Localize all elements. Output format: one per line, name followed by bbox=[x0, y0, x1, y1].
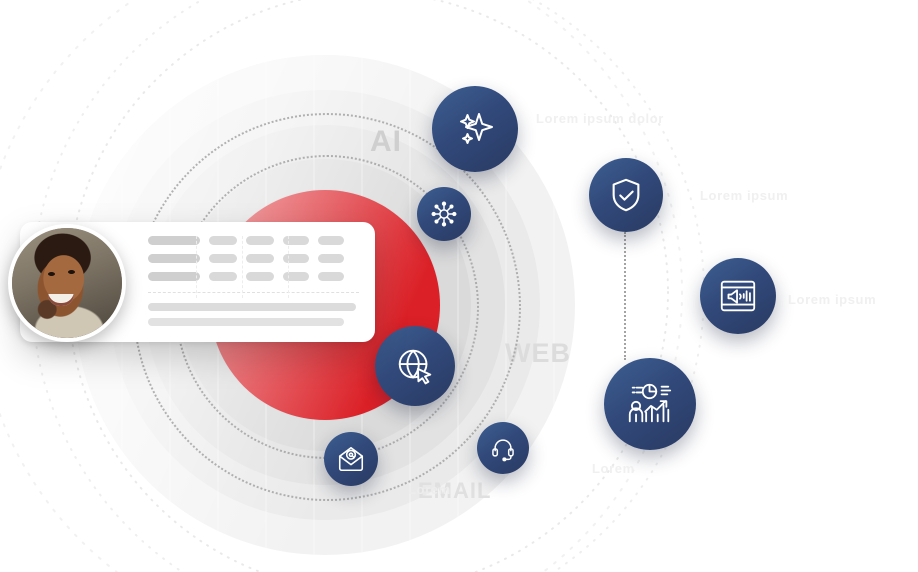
table-row bbox=[148, 254, 359, 263]
card-divider bbox=[148, 292, 359, 293]
campaign-screen-icon bbox=[717, 275, 759, 317]
placeholder-bar bbox=[148, 272, 200, 281]
label-security: Lorem ipsum bbox=[700, 188, 789, 203]
avatar-photo bbox=[12, 228, 122, 338]
network-hub-icon bbox=[429, 199, 459, 229]
placeholder-bar bbox=[148, 303, 356, 311]
placeholder-bar bbox=[148, 236, 200, 245]
table-row bbox=[148, 236, 359, 245]
placeholder-bar bbox=[148, 318, 344, 326]
column-separator bbox=[196, 236, 197, 298]
placeholder-bar bbox=[318, 236, 344, 245]
skeleton-rows bbox=[148, 236, 359, 281]
placeholder-bar bbox=[283, 254, 309, 263]
avatar-eye-right bbox=[68, 270, 75, 274]
label-email: Lorem bbox=[408, 482, 451, 497]
table-row bbox=[148, 272, 359, 281]
label-ai-assistant: Lorem ipsum dolor bbox=[536, 111, 664, 126]
headset-icon bbox=[489, 434, 517, 462]
placeholder-bar bbox=[246, 272, 274, 281]
email-icon bbox=[336, 444, 366, 474]
placeholder-bar bbox=[209, 272, 237, 281]
node-web[interactable] bbox=[375, 326, 455, 406]
column-separator bbox=[288, 236, 289, 298]
skeleton-footer bbox=[148, 303, 359, 326]
profile-card-body bbox=[8, 222, 375, 342]
node-email[interactable] bbox=[324, 432, 378, 486]
profile-card[interactable] bbox=[8, 222, 375, 342]
node-support[interactable] bbox=[477, 422, 529, 474]
node-analytics[interactable] bbox=[604, 358, 696, 450]
placeholder-bar bbox=[283, 236, 309, 245]
sparkles-icon bbox=[453, 107, 497, 151]
ring-word-email: EMAIL bbox=[418, 478, 492, 503]
column-separator bbox=[242, 236, 243, 298]
placeholder-bar bbox=[209, 254, 237, 263]
placeholder-bar bbox=[246, 236, 274, 245]
placeholder-bar bbox=[209, 236, 237, 245]
avatar-eye-left bbox=[48, 272, 55, 276]
label-analytics: Lorem bbox=[592, 461, 635, 476]
placeholder-bar bbox=[283, 272, 309, 281]
node-integrations[interactable] bbox=[417, 187, 471, 241]
placeholder-bar bbox=[318, 254, 344, 263]
label-marketing: Lorem ipsum bbox=[788, 292, 877, 307]
node-connector-line bbox=[624, 232, 626, 360]
node-security[interactable] bbox=[589, 158, 663, 232]
placeholder-bar bbox=[148, 254, 200, 263]
node-ai-assistant[interactable] bbox=[432, 86, 518, 172]
globe-cursor-icon bbox=[394, 345, 436, 387]
avatar-smile bbox=[48, 294, 74, 306]
avatar bbox=[8, 224, 126, 342]
node-marketing[interactable] bbox=[700, 258, 776, 334]
placeholder-bar bbox=[318, 272, 344, 281]
analytics-icon bbox=[624, 378, 676, 430]
placeholder-bar bbox=[246, 254, 274, 263]
shield-check-icon bbox=[607, 176, 645, 214]
